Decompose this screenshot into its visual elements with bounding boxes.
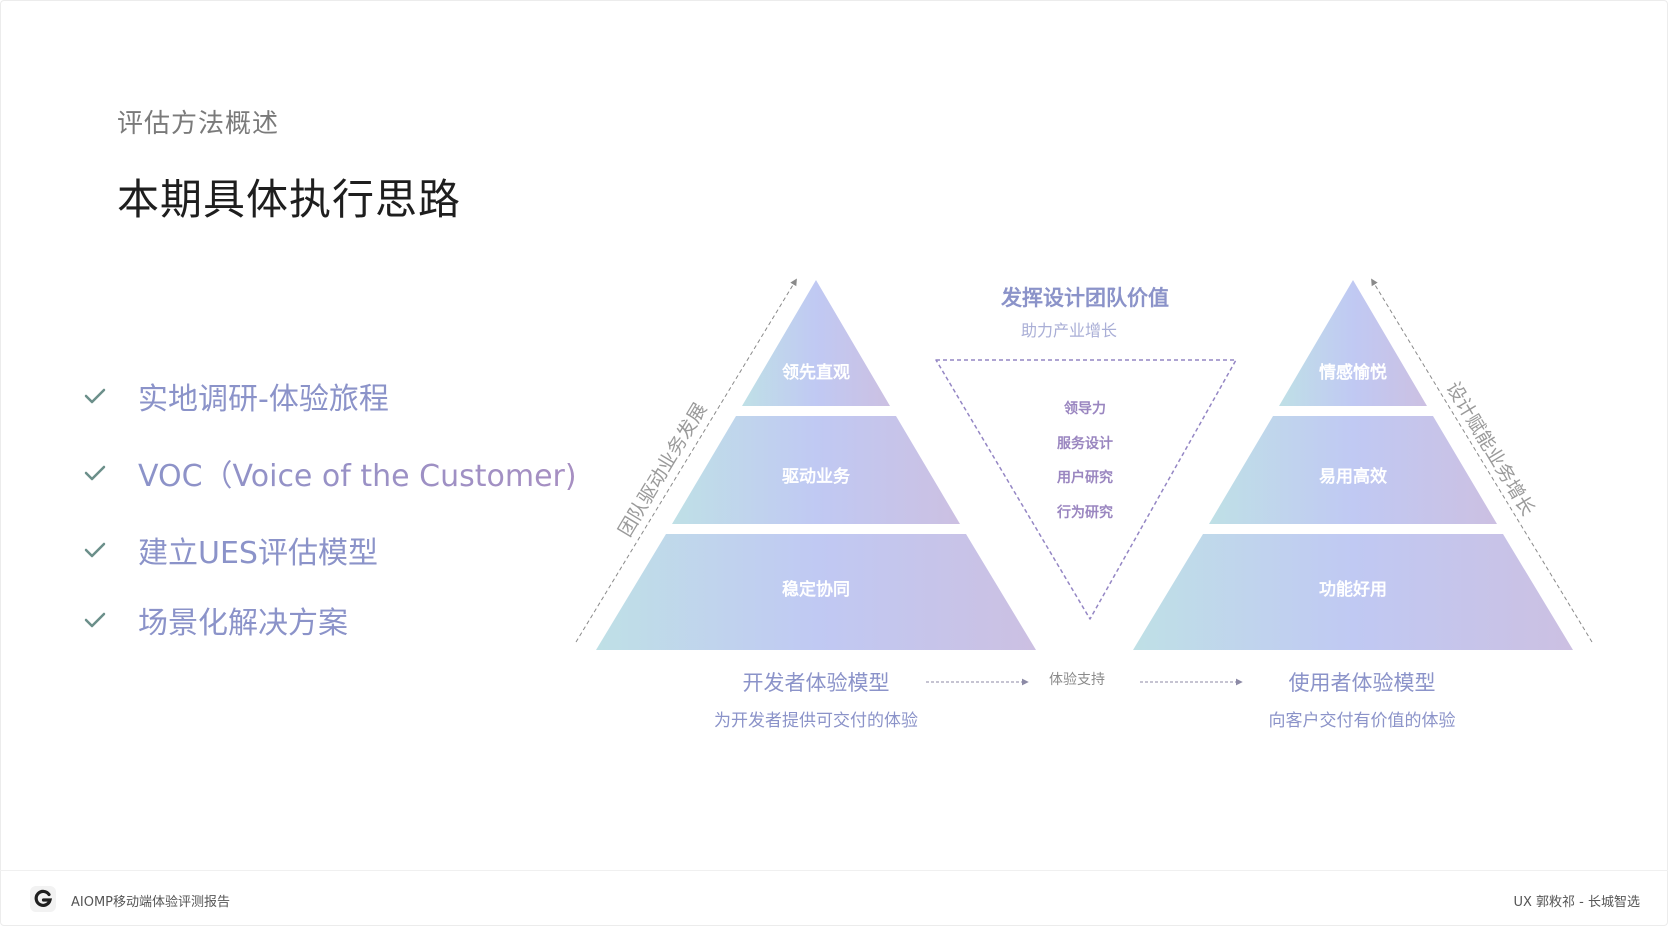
checklist-item-label: 实地调研-体验旅程 — [138, 382, 389, 417]
inverted-triangle-outline — [935, 359, 1237, 620]
left-tier-label: 领先直观 — [782, 362, 850, 383]
check-icon — [84, 388, 106, 404]
footer-credit: UX 郭敉祁 - 长城智选 — [1513, 895, 1640, 910]
check-icon — [84, 612, 106, 628]
right-pyramid-tier-top — [1279, 280, 1427, 406]
section-subtitle: 评估方法概述 — [117, 109, 280, 139]
checklist-item-label: VOC（Voice of the Customer) — [138, 451, 577, 495]
check-icon — [84, 542, 106, 558]
left-pyramid-tier-top — [742, 280, 890, 406]
right-growth-arrow — [1371, 278, 1593, 643]
footer-divider — [0, 870, 1668, 871]
checklist-item: 场景化解决方案 — [82, 598, 348, 642]
right-tier-label: 功能好用 — [1319, 579, 1387, 600]
center-item: 服务设计 — [1057, 435, 1113, 452]
center-value-triangle: 发挥设计团队价值 助力产业增长 领导力 服务设计 用户研究 行为研究 体验支持 — [926, 286, 1243, 688]
left-model-title: 开发者体验模型 — [743, 671, 890, 695]
checklist-item-label: 场景化解决方案 — [138, 606, 348, 641]
support-label: 体验支持 — [1049, 672, 1105, 688]
center-subtitle: 助力产业增长 — [1021, 321, 1117, 340]
right-model-subtitle: 向客户交付有价值的体验 — [1269, 711, 1456, 731]
page-title: 本期具体执行思路 — [117, 175, 462, 224]
report-name: AIOMP移动端体验评测报告 — [71, 895, 231, 910]
left-pyramid-tier-middle — [672, 416, 960, 524]
checklist-item: 实地调研-体验旅程 — [82, 374, 389, 418]
checklist-item: VOC（Voice of the Customer) — [82, 451, 577, 495]
right-tier-label: 情感愉悦 — [1319, 362, 1387, 383]
brand-logo-icon — [30, 886, 56, 912]
left-pyramid: 领先直观 驱动业务 稳定协同 团队驱动业务发展 开发者体验模型 为开发者提供可交… — [575, 278, 1036, 731]
check-icon — [84, 465, 106, 481]
left-model-subtitle: 为开发者提供可交付的体验 — [714, 711, 918, 731]
right-tier-label: 易用高效 — [1319, 466, 1387, 487]
left-pyramid-tier-bottom — [596, 534, 1036, 650]
checklist-item: 建立UES评估模型 — [82, 528, 378, 572]
center-title: 发挥设计团队价值 — [1000, 286, 1169, 310]
left-tier-label: 驱动业务 — [782, 466, 851, 487]
right-pyramid-tier-middle — [1209, 416, 1497, 524]
checklist-item-label: 建立UES评估模型 — [138, 536, 378, 571]
left-tier-label: 稳定协同 — [782, 579, 850, 600]
center-item: 领导力 — [1064, 400, 1106, 417]
center-item: 行为研究 — [1056, 504, 1113, 521]
center-item: 用户研究 — [1057, 469, 1113, 486]
right-model-title: 使用者体验模型 — [1289, 671, 1436, 695]
right-pyramid-tier-bottom — [1133, 534, 1573, 650]
right-pyramid: 情感愉悦 易用高效 功能好用 设计赋能业务增长 使用者体验模型 向客户交付有价值… — [1133, 278, 1593, 731]
left-growth-arrow — [575, 278, 797, 643]
